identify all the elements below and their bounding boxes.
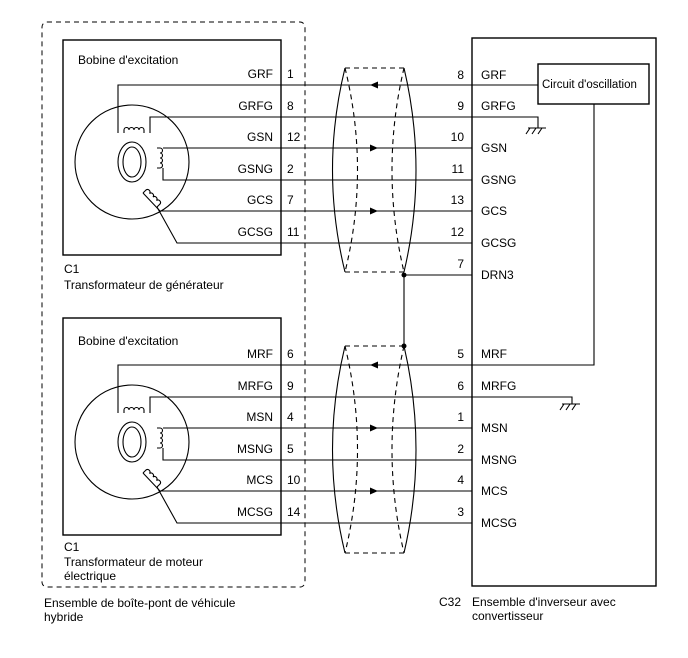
arrow-left-icon xyxy=(370,361,378,369)
motor-resolver-name-line2: électrique xyxy=(64,569,116,583)
inverter-pin-number: 13 xyxy=(451,193,465,207)
gen-signal-label: GCSG xyxy=(238,225,273,239)
gen-sin-coil-icon xyxy=(157,147,164,169)
motor-signal-label: MCSG xyxy=(237,505,273,519)
gen-pin-number: 2 xyxy=(287,162,294,176)
inverter-pin-number: 9 xyxy=(457,99,464,113)
motor-sin-coil-icon xyxy=(157,427,164,449)
inverter-signal-label: DRN3 xyxy=(481,268,514,282)
inverter-signal-label: MRFG xyxy=(481,379,516,393)
motor-resolver-name-line1: Transformateur de moteur xyxy=(64,555,203,569)
inverter-signal-label: MRF xyxy=(481,347,507,361)
motor-excitation-coil-icon xyxy=(123,406,145,413)
inverter-gen-pin-labels: 8 GRF 9 GRFG 10 GSN 11 GSNG 13 GCS 12 GC… xyxy=(451,68,517,282)
motor-pin-number: 6 xyxy=(287,347,294,361)
drain-wire xyxy=(401,272,407,349)
arrow-left-icon xyxy=(370,81,378,89)
generator-resolver-symbol xyxy=(74,104,190,220)
inverter-signal-label: GCSG xyxy=(481,236,516,250)
inverter-name-line2: convertisseur xyxy=(472,609,543,623)
inverter-pin-number: 5 xyxy=(457,347,464,361)
ground-icon xyxy=(472,396,580,411)
generator-internal-wiring xyxy=(117,84,281,244)
generator-connector-label: C1 xyxy=(64,262,80,276)
inverter-pin-number: 11 xyxy=(452,162,465,176)
motor-connector-label: C1 xyxy=(64,540,80,554)
inverter-motor-pin-labels: 5 MRF 6 MRFG 1 MSN 2 MSNG 4 MCS 3 MCSG xyxy=(457,347,517,530)
inverter-pin-number: 8 xyxy=(457,68,464,82)
inverter-signal-label: MSN xyxy=(481,421,508,435)
motor-excitation-label: Bobine d'excitation xyxy=(78,334,178,348)
gen-signal-label: GSNG xyxy=(238,162,273,176)
inverter-signal-label: GRF xyxy=(481,68,506,82)
motor-shield-icon xyxy=(332,345,417,554)
motor-pin-number: 4 xyxy=(287,410,294,424)
motor-signal-label: MRFG xyxy=(238,379,273,393)
oscillation-to-mrf-wire xyxy=(472,104,595,366)
motor-signal-label: MRF xyxy=(247,347,273,361)
inverter-signal-label: MSNG xyxy=(481,453,517,467)
motor-resolver-symbol xyxy=(74,384,190,500)
inverter-pin-number: 6 xyxy=(457,379,464,393)
inverter-signal-label: MCS xyxy=(481,484,508,498)
inverter-signal-label: GSN xyxy=(481,141,507,155)
inverter-pin-number: 3 xyxy=(457,505,464,519)
inverter-box xyxy=(471,37,657,587)
assembly-name-line1: Ensemble de boîte-pont de véhicule xyxy=(44,596,236,610)
gen-cos-coil-icon xyxy=(142,188,162,208)
inverter-pin-number: 10 xyxy=(451,130,465,144)
motor-signal-label: MSN xyxy=(246,410,273,424)
motor-signal-label: MSNG xyxy=(237,442,273,456)
arrow-right-icon xyxy=(370,144,378,152)
arrow-right-icon xyxy=(370,487,378,495)
motor-pin-number: 10 xyxy=(287,473,301,487)
inverter-signal-label: MCSG xyxy=(481,516,517,530)
motor-signal-label: MCS xyxy=(246,473,273,487)
inverter-connector-label: C32 xyxy=(439,595,461,609)
motor-resolver-box xyxy=(62,317,282,536)
inverter-signal-label: GSNG xyxy=(481,173,516,187)
generator-resolver-name: Transformateur de générateur xyxy=(64,278,224,292)
gen-pin-number: 11 xyxy=(287,225,300,239)
arrow-right-icon xyxy=(370,424,378,432)
gen-pin-number: 8 xyxy=(287,99,294,113)
motor-pin-number: 9 xyxy=(287,379,294,393)
inverter-signal-label: GRFG xyxy=(481,99,516,113)
gen-pin-number: 7 xyxy=(287,193,294,207)
motor-pin-number: 14 xyxy=(287,505,301,519)
gen-signal-label: GRFG xyxy=(238,99,273,113)
gen-signal-label: GSN xyxy=(247,130,273,144)
generator-pin-labels: GRF 1 GRFG 8 GSN 12 GSNG 2 GCS 7 GCSG 11 xyxy=(238,67,301,239)
motor-pin-labels: MRF 6 MRFG 9 MSN 4 MSNG 5 MCS 10 MCSG 14 xyxy=(237,347,301,519)
gen-signal-label: GRF xyxy=(248,67,273,81)
motor-cos-coil-icon xyxy=(142,468,162,488)
gen-excitation-coil-icon xyxy=(123,126,145,133)
arrow-right-icon xyxy=(370,207,378,215)
generator-excitation-label: Bobine d'excitation xyxy=(78,53,178,67)
assembly-name-line2: hybride xyxy=(44,610,84,624)
oscillation-circuit-label: Circuit d'oscillation xyxy=(542,79,637,91)
inverter-pin-number: 1 xyxy=(457,410,464,424)
gen-pin-number: 1 xyxy=(287,67,294,81)
ground-icon xyxy=(472,116,546,135)
inverter-signal-label: GCS xyxy=(481,204,507,218)
inverter-pin-number: 2 xyxy=(457,442,464,456)
inverter-pin-number: 4 xyxy=(457,473,464,487)
generator-shield-icon xyxy=(332,67,417,273)
motor-pin-number: 5 xyxy=(287,442,294,456)
hybrid-transaxle-assembly-box xyxy=(41,21,306,588)
gen-signal-label: GCS xyxy=(247,193,273,207)
motor-harness xyxy=(281,364,472,524)
inverter-pin-number: 12 xyxy=(451,225,465,239)
signal-arrows xyxy=(370,81,378,495)
inverter-pin-number: 7 xyxy=(457,257,464,271)
gen-pin-number: 12 xyxy=(287,130,301,144)
inverter-name-line1: Ensemble d'inverseur avec xyxy=(472,595,616,609)
motor-internal-wiring xyxy=(117,364,281,524)
